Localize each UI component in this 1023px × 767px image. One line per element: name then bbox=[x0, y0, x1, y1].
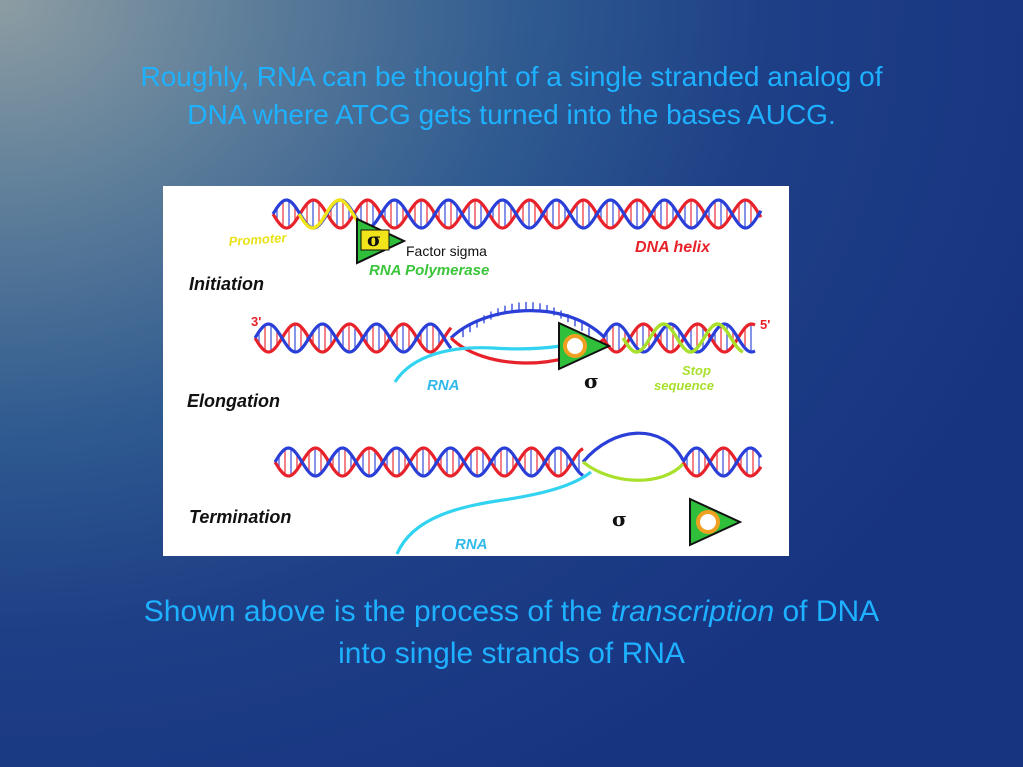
dna-helix-label: DNA helix bbox=[635, 239, 711, 256]
transcription-diagram-svg: Promoter Factor sigma DNA helix RNA Poly… bbox=[187, 198, 770, 555]
promoter-label: Promoter bbox=[228, 230, 288, 249]
three-prime-label: 3' bbox=[251, 314, 261, 329]
caption-emphasis: transcription bbox=[610, 595, 775, 628]
elongation-helix-right-strand-red bbox=[601, 322, 756, 354]
sigma-free-elongation: σ bbox=[584, 369, 599, 393]
rna-polymerase-elongation-icon bbox=[558, 321, 612, 371]
promoter-segment bbox=[297, 198, 361, 230]
rna-polymerase-label: RNA Polymerase bbox=[369, 262, 489, 279]
dna-strands bbox=[253, 198, 763, 555]
stop-sequence-label-line2: sequence bbox=[654, 378, 714, 393]
termination-helix-left-strand-red bbox=[273, 446, 584, 478]
slide-caption: Shown above is the process of the transc… bbox=[40, 591, 983, 675]
rna-label-elongation: RNA bbox=[427, 377, 460, 394]
elongation-helix-right-strand-blue bbox=[601, 322, 756, 354]
caption-line-2: into single strands of RNA bbox=[338, 637, 685, 670]
termination-bubble-top bbox=[581, 431, 685, 464]
stage-initiation-label: Initiation bbox=[189, 274, 264, 294]
stage-elongation-label: Elongation bbox=[187, 391, 280, 411]
five-prime-label: 5' bbox=[760, 317, 770, 332]
termination-helix-right-strand-blue bbox=[681, 446, 763, 478]
sigma-free-termination: σ bbox=[612, 507, 627, 531]
rna-strand-elongation bbox=[393, 344, 562, 383]
transcription-diagram: Promoter Factor sigma DNA helix RNA Poly… bbox=[163, 186, 789, 556]
caption-text-before: Shown above is the process of the bbox=[143, 595, 611, 628]
caption-text-after: of DNA bbox=[774, 595, 880, 628]
title-line-2: DNA where ATCG gets turned into the base… bbox=[187, 99, 836, 130]
caption-line-1: Shown above is the process of the transc… bbox=[40, 591, 983, 633]
rna-label-termination: RNA bbox=[455, 536, 488, 553]
rna-polymerase-termination-icon bbox=[689, 497, 743, 547]
rna-strand-termination bbox=[395, 470, 592, 555]
rna-polymerase-initiation-icon: σ bbox=[356, 217, 407, 265]
bubble-top-strand bbox=[449, 309, 605, 340]
termination-helix-right-strand-red bbox=[681, 446, 763, 478]
factor-sigma-label: Factor sigma bbox=[406, 243, 487, 259]
title-line-1: Roughly, RNA can be thought of a single … bbox=[140, 61, 883, 92]
stop-sequence-label-line1: Stop bbox=[682, 363, 711, 378]
slide-title: Roughly, RNA can be thought of a single … bbox=[40, 58, 983, 134]
stage-termination-label: Termination bbox=[189, 507, 291, 527]
elongation-helix-left-strand-blue bbox=[253, 322, 453, 354]
termination-bubble-bottom bbox=[582, 460, 685, 482]
sigma-symbol-initiation: σ bbox=[367, 229, 381, 251]
elongation-helix-left-strand-red bbox=[253, 322, 453, 354]
stop-sequence-segment bbox=[621, 322, 744, 354]
termination-helix-left-strand-blue bbox=[273, 446, 584, 478]
